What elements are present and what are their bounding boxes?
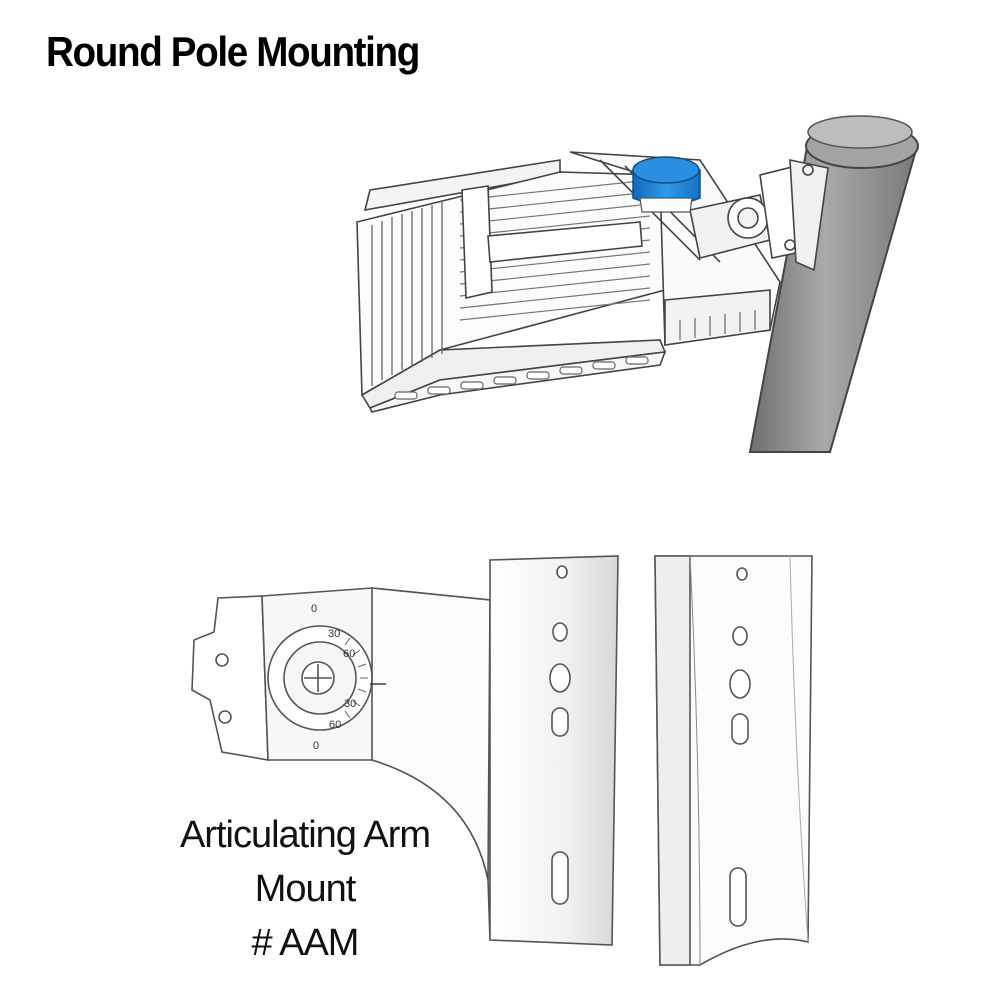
mount-caption: Articulating Arm Mount # AAM [160,808,450,970]
dial-label: 60 [343,648,355,660]
caption-line-3: # AAM [251,922,360,964]
caption-line-1: Articulating Arm [179,814,431,856]
dial-label: 0 [311,603,317,615]
dial-labels: 0 30 60 30 60 0 [311,603,356,752]
pole-icon [748,115,919,453]
articulating-arm-mount-icon [191,555,813,966]
page-title: Round Pole Mounting [46,28,420,75]
dial-label: 30 [344,698,356,710]
dial-label: 60 [329,719,341,731]
fixture-housing-icon [356,151,781,413]
caption-line-2: Mount [254,868,357,910]
dial-label: 0 [313,740,319,752]
photocell-icon [632,156,701,213]
arm-knuckle-icon [689,159,829,272]
dial-label: 30 [328,628,340,640]
